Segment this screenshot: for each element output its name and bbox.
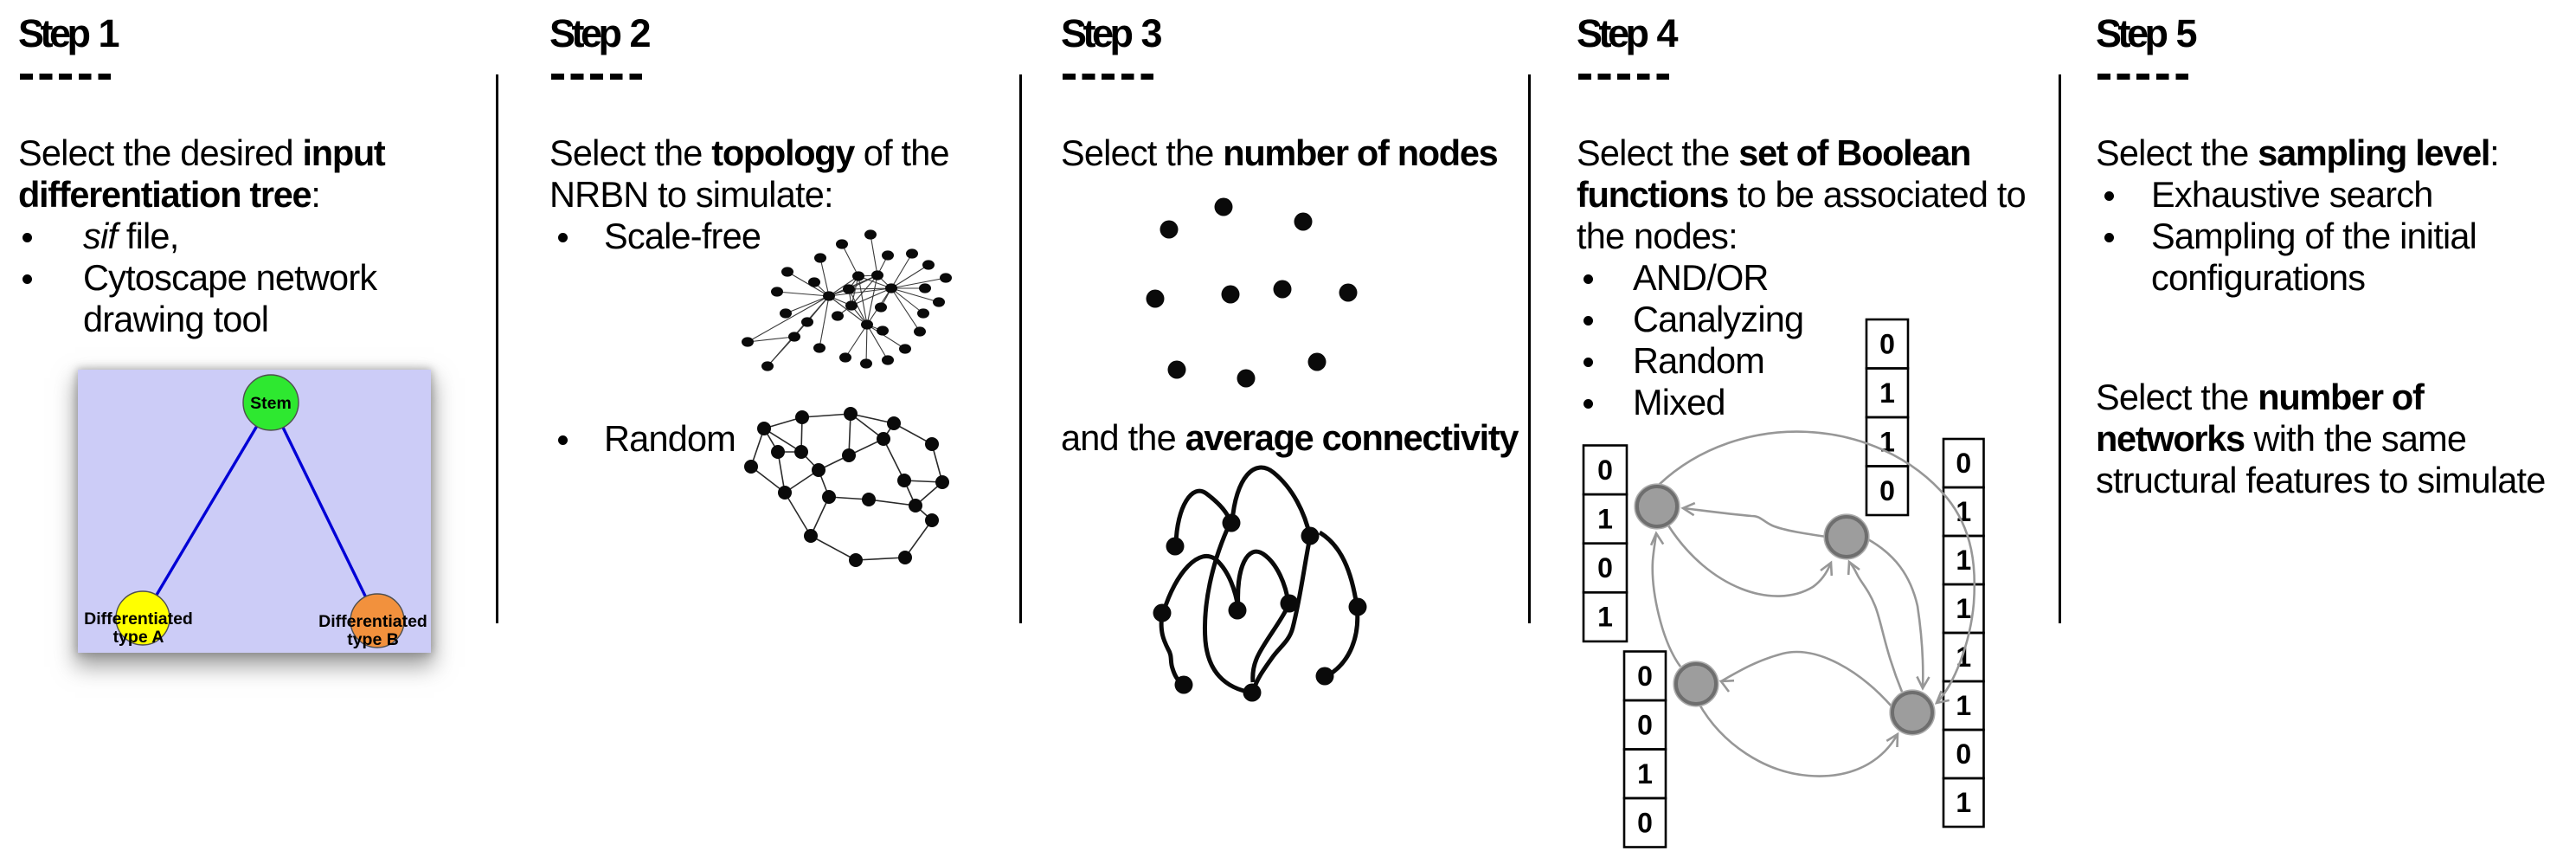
svg-text:1: 1 — [1597, 602, 1613, 633]
svg-text:Differentiated: Differentiated — [318, 612, 427, 631]
svg-text:0: 0 — [1956, 448, 1971, 479]
svg-text:0: 0 — [1637, 709, 1653, 740]
svg-text:0: 0 — [1597, 552, 1613, 583]
svg-text:0: 0 — [1637, 661, 1653, 692]
svg-text:1: 1 — [1597, 503, 1613, 534]
svg-text:0: 0 — [1597, 455, 1613, 486]
svg-text:0: 0 — [1879, 328, 1895, 359]
svg-text:Stem: Stem — [250, 394, 292, 413]
svg-text:1: 1 — [1956, 545, 1971, 576]
svg-text:0: 0 — [1956, 738, 1971, 770]
svg-text:type A: type A — [113, 628, 164, 647]
svg-text:type B: type B — [347, 630, 399, 649]
svg-text:1: 1 — [1956, 787, 1971, 818]
svg-text:1: 1 — [1956, 690, 1971, 721]
svg-text:1: 1 — [1637, 758, 1653, 790]
svg-text:0: 0 — [1637, 807, 1653, 838]
svg-text:Differentiated: Differentiated — [84, 609, 193, 629]
svg-text:0: 0 — [1879, 475, 1895, 506]
svg-text:1: 1 — [1879, 377, 1895, 409]
svg-text:1: 1 — [1956, 593, 1971, 624]
